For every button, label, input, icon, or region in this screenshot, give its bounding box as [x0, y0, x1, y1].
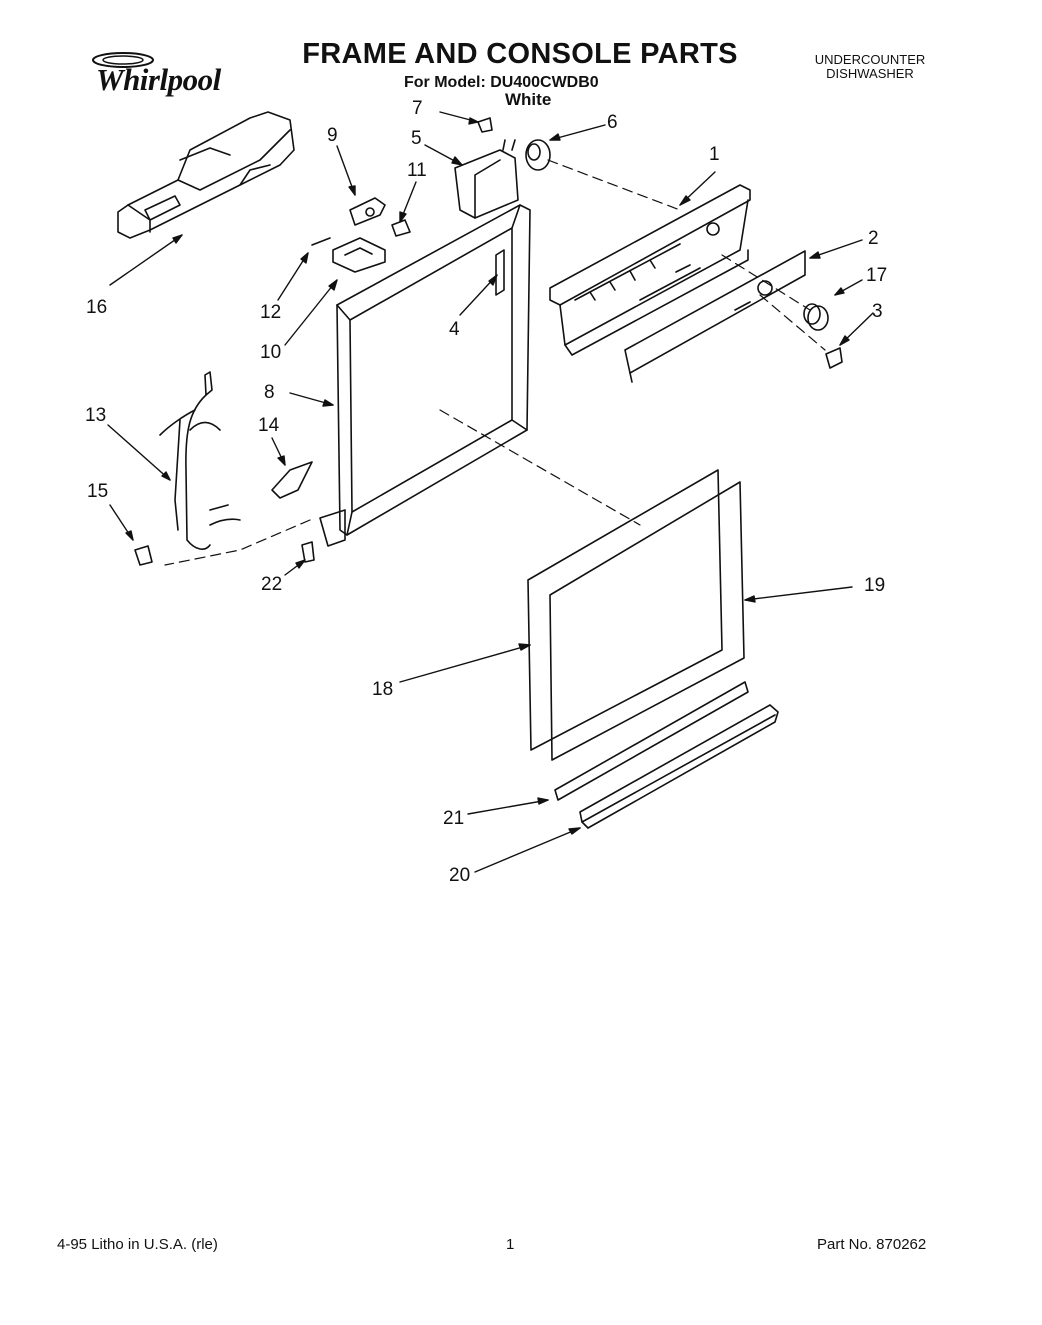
part-11-lever — [391, 219, 411, 237]
callout-leaders — [107, 111, 874, 873]
callout-22: 22 — [261, 574, 282, 595]
whirlpool-logo: Whirlpool — [78, 48, 248, 108]
model-color: White — [505, 90, 552, 109]
callout-5: 5 — [411, 128, 422, 149]
callout-19: 19 — [864, 575, 885, 596]
part-14-connector — [271, 461, 313, 499]
callout-13: 13 — [85, 405, 106, 426]
part-16-console-cover — [117, 111, 295, 239]
callout-17: 17 — [866, 265, 887, 286]
part-22-clip — [301, 541, 315, 563]
callout-6: 6 — [607, 112, 618, 133]
callout-1: 1 — [709, 144, 720, 165]
callout-2: 2 — [868, 228, 879, 249]
callout-20: 20 — [449, 865, 470, 886]
footer-page-number: 1 — [506, 1236, 515, 1253]
callout-11: 11 — [407, 160, 427, 181]
part-1-console-panel — [549, 184, 751, 356]
part-10-bracket — [332, 237, 386, 273]
part-20-toe-strip — [579, 704, 779, 829]
callout-14: 14 — [258, 415, 280, 436]
part-21-trim — [554, 681, 749, 801]
footer-print-info: 4-95 Litho in U.S.A. (rle) — [57, 1236, 218, 1253]
callout-18: 18 — [372, 679, 393, 700]
part-7-screw — [477, 117, 493, 133]
callout-10: 10 — [260, 342, 281, 363]
part-19-inner-panel — [549, 481, 745, 761]
brand-name: Whirlpool — [96, 62, 221, 97]
part-2-overlay — [624, 250, 806, 383]
model-line: For Model: DU400CWDB0 — [404, 74, 599, 91]
logo-swirl-icon — [92, 52, 154, 68]
callout-21: 21 — [443, 808, 464, 829]
part-5-switch — [454, 139, 519, 219]
callout-9: 9 — [327, 125, 338, 146]
callout-3: 3 — [872, 301, 883, 322]
part-3-clip — [825, 347, 843, 369]
part-12-pin — [311, 237, 331, 246]
page-title: FRAME AND CONSOLE PARTS — [302, 38, 738, 70]
part-13-harness — [159, 371, 241, 550]
unit-type-line-2: DISHWASHER — [826, 66, 914, 81]
callout-15: 15 — [87, 481, 108, 502]
callout-7: 7 — [412, 98, 423, 119]
callout-4: 4 — [449, 319, 460, 340]
part-15-screw — [134, 545, 153, 566]
unit-type: UNDERCOUNTER DISHWASHER — [790, 53, 950, 81]
callout-16: 16 — [86, 297, 107, 318]
callout-labels: 1 2 3 4 5 6 7 8 9 10 11 12 13 14 15 16 1… — [85, 98, 887, 886]
assembly-lines — [164, 159, 826, 566]
part-18-outer-panel — [527, 469, 723, 751]
part-8-frame — [319, 204, 531, 547]
part-17-knob — [803, 303, 829, 331]
callout-8: 8 — [264, 382, 275, 403]
callout-12: 12 — [260, 302, 281, 323]
part-9-switch — [349, 197, 386, 226]
unit-type-line-1: UNDERCOUNTER — [814, 52, 926, 67]
part-6-knob — [525, 139, 551, 171]
footer-part-number: Part No. 870262 — [817, 1236, 927, 1253]
